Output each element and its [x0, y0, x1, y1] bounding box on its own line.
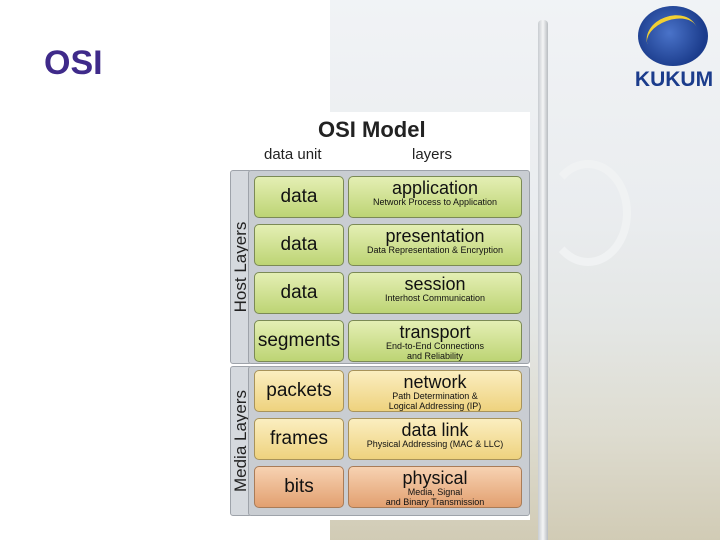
layer-name: session [404, 274, 466, 294]
tower-image [538, 20, 548, 540]
layer-name: physical [402, 468, 468, 488]
globe-icon [638, 6, 708, 66]
layer-name: transport [399, 322, 471, 342]
layer-cell-data-link: data link Physical Addressing (MAC & LLC… [348, 418, 522, 460]
layer-description: Data Representation & Encryption [366, 245, 504, 255]
unit-cell: data [254, 272, 344, 314]
slide-title: OSI [44, 44, 103, 82]
layer-name: data link [401, 420, 469, 440]
layer-cell-network: network Path Determination & Logical Add… [348, 370, 522, 412]
logo-text: KUKUM [634, 68, 714, 91]
layer-name: application [391, 178, 479, 198]
layer-name: network [403, 372, 467, 392]
layer-cell-physical: physical Media, Signal and Binary Transm… [348, 466, 522, 508]
layer-description-line2: and Reliability [406, 351, 464, 361]
unit-cell: packets [254, 370, 344, 412]
layer-cell-presentation: presentation Data Representation & Encry… [348, 224, 522, 266]
layer-description: Path Determination & [392, 391, 478, 401]
tower-ring-image [545, 160, 631, 266]
layer-description: End-to-End Connections [385, 341, 485, 351]
unit-cell: bits [254, 466, 344, 508]
layers-header: layers [412, 146, 453, 163]
unit-cell: segments [254, 320, 344, 362]
diagram-title: OSI Model [318, 117, 426, 142]
layer-description: Physical Addressing (MAC & LLC) [366, 439, 504, 449]
layer-description-line2: Logical Addressing (IP) [388, 401, 482, 411]
unit-cell: data [254, 176, 344, 218]
layer-description: Interhost Communication [384, 293, 486, 303]
layer-description: Network Process to Application [372, 197, 498, 207]
unit-cell: frames [254, 418, 344, 460]
data-unit-header: data unit [264, 146, 322, 163]
layer-cell-session: session Interhost Communication [348, 272, 522, 314]
layer-description: Media, Signal [407, 487, 463, 497]
layer-name: presentation [385, 226, 485, 246]
layer-cell-transport: transport End-to-End Connections and Rel… [348, 320, 522, 362]
unit-cell: data [254, 224, 344, 266]
layer-cell-application: application Network Process to Applicati… [348, 176, 522, 218]
kukum-logo: KUKUM [632, 6, 716, 92]
layer-description-line2: and Binary Transmission [385, 497, 485, 507]
